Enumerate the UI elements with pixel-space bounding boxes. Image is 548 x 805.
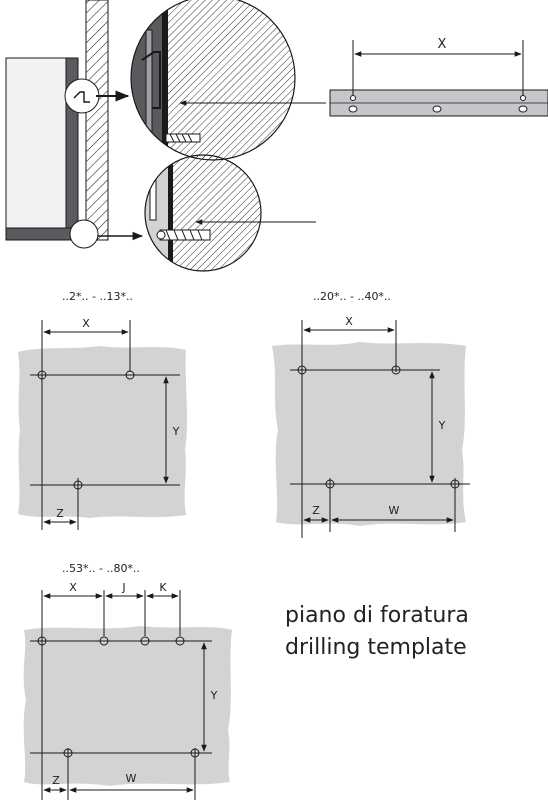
cabinet-unit: [5, 57, 79, 241]
wall-area-c: [23, 626, 232, 786]
drilling-layout-c: ..53*.. - ..80*.. X J K Y Z W: [23, 562, 232, 800]
dim-x-b: X: [345, 315, 353, 328]
dim-k-c: K: [159, 581, 167, 594]
caption-italian: piano di foratura: [285, 603, 469, 628]
dim-w-c: W: [126, 772, 137, 785]
dim-y-c: Y: [210, 689, 218, 702]
magnified-bracket-detail: [130, 0, 296, 161]
dim-y-a: Y: [172, 425, 180, 438]
detail-marker-bottom: [69, 219, 99, 249]
wall-installation-view: X: [5, 0, 548, 272]
dim-j-c: J: [121, 581, 125, 594]
magnified-anchor-detail: [144, 154, 262, 272]
model-range-a: ..2*.. - ..13*..: [62, 290, 133, 303]
dim-w-b: W: [389, 504, 400, 517]
dim-z-b: Z: [312, 504, 320, 517]
dim-x-a: X: [82, 317, 90, 330]
wall-area-a: [18, 346, 188, 518]
dim-z-c: Z: [52, 774, 60, 787]
dim-y-b: Y: [438, 419, 446, 432]
wall-area-b: [272, 342, 466, 526]
drilling-layout-b: ..20*.. - ..40*.. X Y Z W: [272, 290, 470, 538]
detail-marker-top: [64, 78, 100, 114]
drilling-layout-a: ..2*.. - ..13*.. X Y Z: [18, 290, 188, 530]
model-range-b: ..20*.. - ..40*..: [313, 290, 391, 303]
bracket-dim-x: X: [438, 37, 447, 52]
mounting-bracket-bar: X: [329, 37, 548, 117]
dim-z-a: Z: [56, 507, 64, 520]
model-range-c: ..53*.. - ..80*..: [62, 562, 140, 575]
dim-x-c: X: [69, 581, 77, 594]
caption: piano di foratura drilling template: [285, 603, 469, 660]
caption-english: drilling template: [285, 635, 467, 660]
wall-section: [85, 0, 109, 241]
